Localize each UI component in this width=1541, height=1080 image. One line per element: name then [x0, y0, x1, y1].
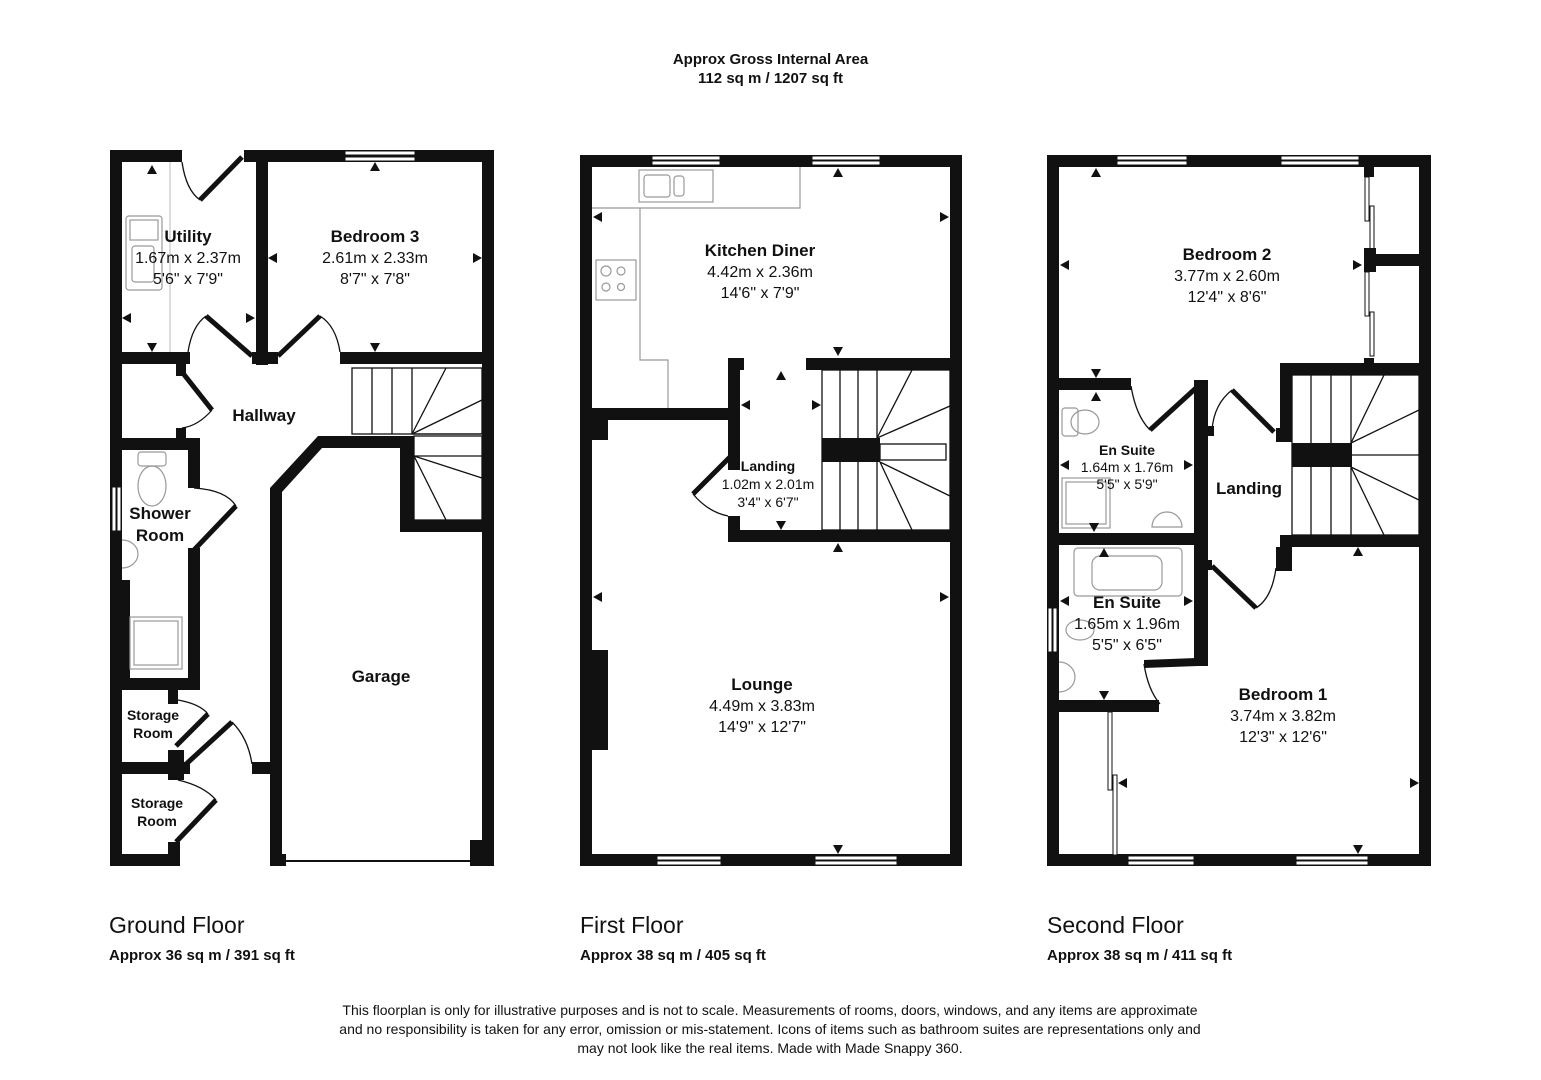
room-label-text: Room [136, 526, 184, 545]
room-label-text: 3.74m x 3.82m [1230, 708, 1336, 725]
room-bedroom3-name: Bedroom 3 [331, 227, 420, 246]
disclaimer-line-3: may not look like the real items. Made w… [577, 1040, 963, 1056]
ground-floor-plan: Utility 1.67m x 2.37m 5'6" x 7'9" Bedroo… [110, 150, 494, 866]
room-hallway-name: Hallway [232, 406, 296, 425]
room-label-text: 5'5" x 5'9" [1096, 476, 1157, 492]
second-floor-plan: Bedroom 2 3.77m x 2.60m 12'4" x 8'6" En … [1047, 155, 1431, 866]
room-garage-name: Garage [352, 667, 411, 686]
room-label-text: 5'6" x 7'9" [153, 271, 223, 288]
room-label-text: 12'3" x 12'6" [1239, 729, 1327, 746]
first-floor-plan: Kitchen Diner 4.42m x 2.36m 14'6" x 7'9"… [580, 155, 962, 866]
room-landing-first-name: Landing [741, 458, 795, 474]
room-label-text: 3'4" x 6'7" [737, 494, 798, 510]
room-label-text: 5'5" x 6'5" [1092, 637, 1162, 654]
gross-area-value: 112 sq m / 1207 sq ft [697, 70, 844, 87]
second-floor-label: Second Floor [1047, 912, 1184, 938]
room-ensuite1-name: En Suite [1099, 442, 1155, 458]
room-ensuite2-name: En Suite [1093, 593, 1161, 612]
room-label-text: 12'4" x 8'6" [1188, 289, 1267, 306]
disclaimer-line-2: and no responsibility is taken for any e… [339, 1021, 1201, 1037]
disclaimer-line-1: This floorplan is only for illustrative … [342, 1002, 1198, 1018]
ground-floor-label: Ground Floor [109, 912, 245, 938]
room-label-text: 14'6" x 7'9" [721, 285, 800, 302]
room-label-text: Room [137, 813, 177, 829]
ground-floor-area: Approx 36 sq m / 391 sq ft [109, 947, 295, 964]
room-label-text: 1.02m x 2.01m [722, 476, 815, 492]
room-kitchen-diner-name: Kitchen Diner [705, 241, 816, 260]
room-lounge-name: Lounge [731, 675, 792, 694]
room-storage2-name: Storage [131, 795, 183, 811]
room-label-text: Room [133, 725, 173, 741]
room-bedroom1-name: Bedroom 1 [1239, 685, 1328, 704]
room-label-text: 1.64m x 1.76m [1081, 459, 1174, 475]
room-label-text: 14'9" x 12'7" [718, 719, 806, 736]
room-storage1-name: Storage [127, 707, 179, 723]
room-utility-name: Utility [164, 227, 212, 246]
gross-area-heading: Approx Gross Internal Area [672, 51, 869, 68]
room-label-text: 8'7" x 7'8" [340, 271, 410, 288]
room-shower-name: Shower [129, 504, 191, 523]
first-floor-label: First Floor [580, 912, 684, 938]
disclaimer: This floorplan is only for illustrative … [240, 1001, 1300, 1058]
room-label-text: 4.42m x 2.36m [707, 264, 813, 281]
room-label-text: 1.67m x 2.37m [135, 250, 241, 267]
gross-area-title: Approx Gross Internal Area 112 sq m / 12… [0, 50, 1541, 88]
room-label-text: 4.49m x 3.83m [709, 698, 815, 715]
room-landing-second-name: Landing [1216, 479, 1282, 498]
second-floor-area: Approx 38 sq m / 411 sq ft [1047, 947, 1233, 964]
room-label-text: 2.61m x 2.33m [322, 250, 428, 267]
first-floor-area: Approx 38 sq m / 405 sq ft [580, 947, 766, 964]
room-label-text: 1.65m x 1.96m [1074, 616, 1180, 633]
room-label-text: 3.77m x 2.60m [1174, 268, 1280, 285]
room-bedroom2-name: Bedroom 2 [1183, 245, 1272, 264]
